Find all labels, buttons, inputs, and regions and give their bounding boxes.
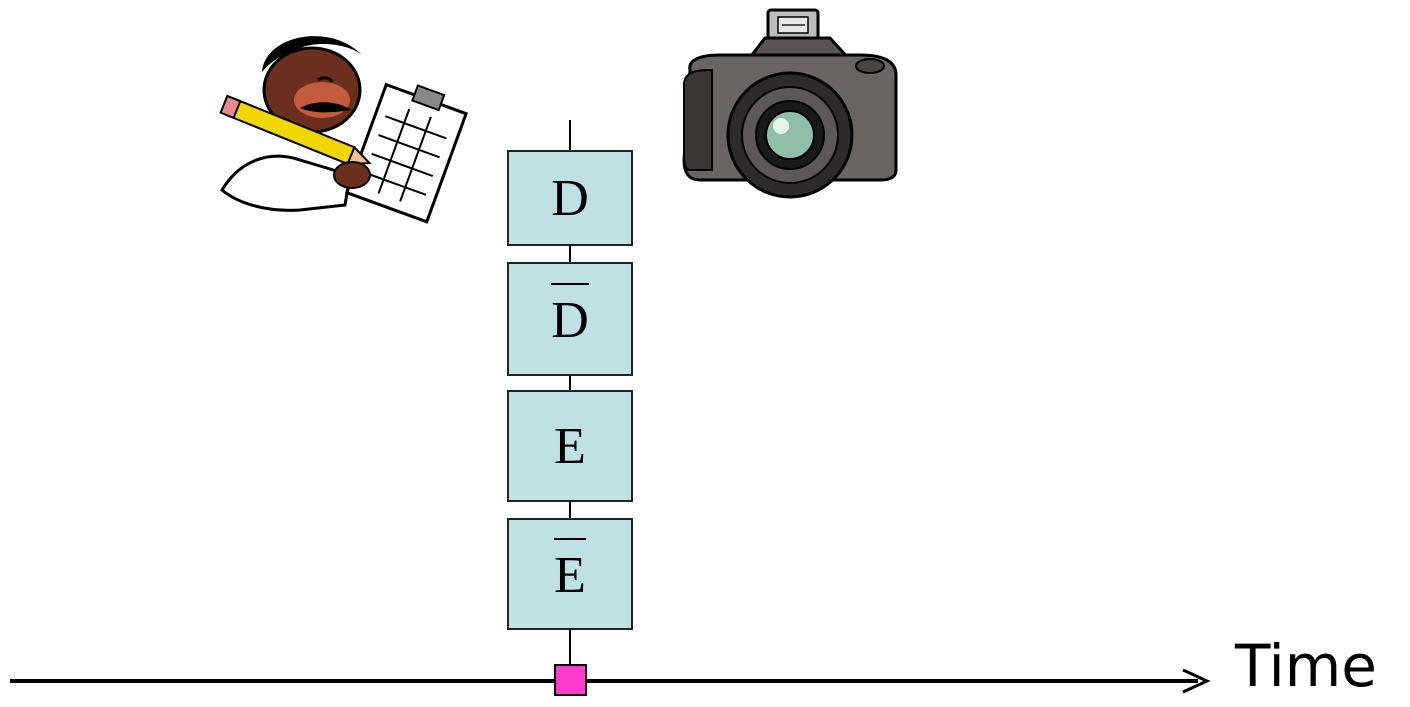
box-d: D [507,150,633,246]
box-e-label: E [554,417,586,475]
time-axis-label: Time [1235,632,1377,700]
box-d-bar-label: D [551,283,589,347]
camera-icon [682,8,898,199]
time-axis-arrowhead [1182,668,1211,694]
box-d-bar: D [507,262,633,376]
box-d-label: D [551,169,589,227]
time-marker [554,664,587,696]
box-e: E [507,390,633,502]
person-writing-clipboard-icon [219,36,469,224]
box-e-bar-label: E [554,538,586,602]
box-e-bar: E [507,518,633,630]
